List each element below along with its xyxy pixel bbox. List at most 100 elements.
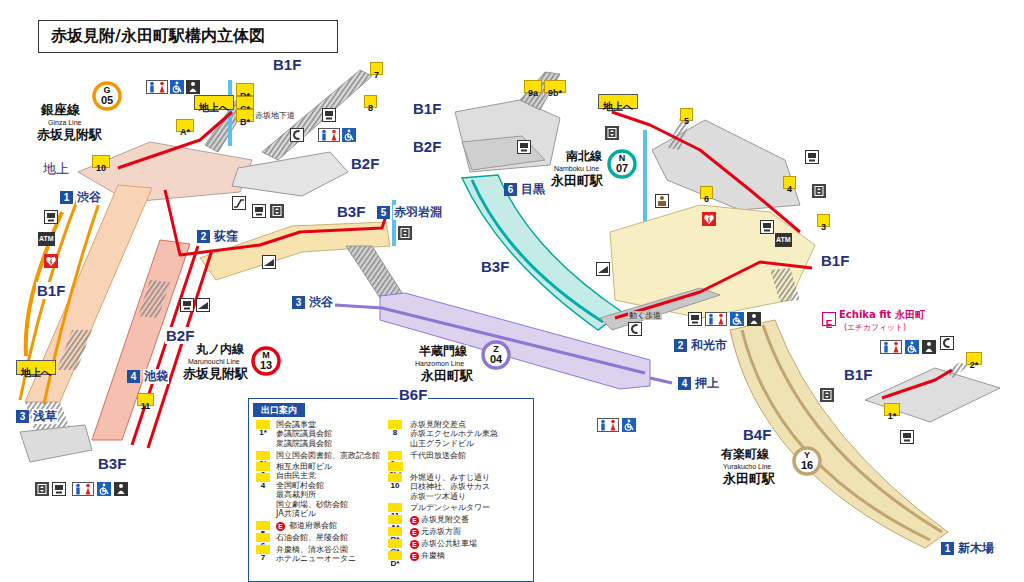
title-box: 赤坂見附/永田町駅構内立体図 — [38, 20, 338, 53]
accessible-route — [118, 112, 952, 398]
exit-number: 5 — [684, 116, 689, 127]
exit-entry: 11プルデンシャルタワー — [388, 503, 402, 512]
direction-destination: 目黒 — [520, 182, 546, 197]
facility-icons — [97, 482, 111, 496]
accessible-route — [882, 370, 952, 398]
accessible-route — [165, 190, 388, 255]
direction-badge: 1渋谷 — [60, 191, 73, 204]
ginza-marunouchi-platforms — [57, 330, 92, 370]
station-name-en: Namboku Line — [553, 165, 600, 173]
facility-icons — [622, 418, 636, 432]
ginza-marunouchi-platforms — [138, 280, 170, 318]
exit-number: E — [826, 319, 833, 330]
facility-icons — [706, 313, 727, 326]
facility-icons — [197, 299, 210, 312]
station-name: 半蔵門線 — [418, 345, 468, 359]
yurakucho-platform — [730, 320, 948, 548]
namboku-area — [462, 175, 622, 330]
exit-badge: 3 — [817, 214, 830, 227]
echika-icon: E — [410, 540, 419, 549]
exit-guide-table: 出口案内1*国会議事堂 参議院議員会館 衆議院議員会館2*国立国会図書館、憲政記… — [248, 398, 534, 582]
floor-label: B1F — [412, 100, 442, 117]
direction-destination: 浅草 — [32, 409, 58, 424]
exit-destination: 相互永田町ビル 自由民主党 全国町村会館 最高裁判所 国立劇場、砂防会館 JA共… — [276, 462, 384, 519]
namboku-area — [455, 100, 560, 172]
floor-label: B2F — [350, 155, 380, 172]
direction-number: 5 — [377, 206, 390, 219]
echika-icon: E — [410, 552, 419, 561]
nagatacho-concourse — [770, 268, 800, 302]
direction-badge: 4池袋 — [127, 370, 140, 383]
floor-label: B2F — [412, 138, 442, 155]
facility-icons — [597, 263, 610, 276]
facility-icons — [598, 419, 619, 432]
station-name: 丸ノ内線 — [195, 343, 245, 357]
exit-entry: 5都道府県会館 — [256, 521, 270, 530]
direction-destination: 新木場 — [957, 541, 995, 556]
facility-icons — [319, 129, 340, 142]
exit-entry: D*弁慶橋 — [388, 551, 402, 560]
exit-badge: 1* — [884, 403, 900, 416]
line-circle — [794, 448, 820, 474]
line-letter: G — [103, 86, 110, 95]
facility-icons — [263, 256, 276, 269]
exit-destination: 都道府県会館 — [289, 521, 381, 531]
exit-badge: A* — [176, 119, 194, 132]
facility-icons — [518, 141, 531, 154]
facility-icons — [702, 212, 716, 226]
exit-destination: 国立国会図書館、憲政記念館 — [276, 451, 384, 461]
facility-icons — [761, 221, 774, 234]
line-letter: Y — [804, 451, 810, 460]
exit-badge: 2* — [966, 352, 982, 365]
exit-entry: 10外堀通り、みすじ通り 日枝神社、赤坂サカス 赤坂一ツ木通り — [388, 473, 402, 482]
floor-label: B1F — [272, 56, 302, 73]
exit-destination: 弁慶橋、清水谷公園 ホテルニューオータニ — [276, 545, 384, 564]
exit-arrow-text: 地上へ — [199, 101, 229, 114]
exit-entry: B*元赤坂方面 — [388, 527, 402, 536]
table-heading: 出口案内 — [253, 403, 305, 417]
facility-icons — [342, 128, 356, 142]
ground-label: 地上 — [42, 162, 70, 177]
exit-destination: 赤坂公共駐車場 — [421, 539, 531, 549]
exit-badge: D* — [236, 83, 254, 96]
direction-number: 6 — [504, 183, 517, 196]
station-name: 永田町駅 — [420, 369, 474, 384]
station-name: 赤坂見附駅 — [182, 367, 249, 382]
facility-icons — [147, 81, 168, 94]
facility-icons — [881, 341, 902, 354]
station-name-en: Yurakucho Line — [722, 463, 772, 471]
facility-icons — [35, 80, 954, 496]
exit-entry: 9a千代田放送会館 — [388, 451, 402, 460]
exit-badge: B* — [236, 109, 254, 122]
direction-destination: 渋谷 — [308, 295, 334, 310]
facility-icons — [44, 254, 58, 268]
exit-number: 7 — [374, 70, 379, 81]
direction-number: 4 — [127, 370, 140, 383]
direction-destination: 荻窪 — [213, 229, 239, 244]
namboku-area — [462, 136, 545, 170]
passage-name: 赤坂地下道 — [254, 111, 296, 120]
facility-icons — [291, 129, 304, 142]
floor-label: B1F — [820, 252, 850, 269]
exit-number: D* — [391, 559, 400, 568]
exit-badge: 4 — [783, 176, 796, 189]
echika-mark: E — [822, 312, 836, 326]
facility-icons — [905, 340, 919, 354]
line-badge: G05 — [92, 81, 122, 111]
walkway-label: 動く歩道 — [628, 311, 662, 320]
station-name: 永田町駅 — [722, 472, 776, 487]
floor-label: B1F — [36, 282, 66, 299]
namboku-area — [472, 180, 603, 322]
floor-label: B3F — [336, 203, 366, 220]
atm-icon: ATM — [775, 233, 792, 247]
facility-icons — [901, 431, 914, 444]
exit-entry: 8赤坂見附交差点 赤坂エクセルホテル東急 山王グランドビル — [388, 420, 402, 429]
direction-badge: 6目黒 — [504, 183, 517, 196]
facility-icons — [806, 151, 819, 164]
atm-icon: ATM — [38, 232, 55, 246]
floor-label: B1F — [843, 366, 873, 383]
facility-icons — [398, 226, 412, 240]
direction-badge: 4押上 — [678, 377, 691, 390]
direction-number: 4 — [678, 377, 691, 390]
facility-icons — [114, 482, 128, 496]
